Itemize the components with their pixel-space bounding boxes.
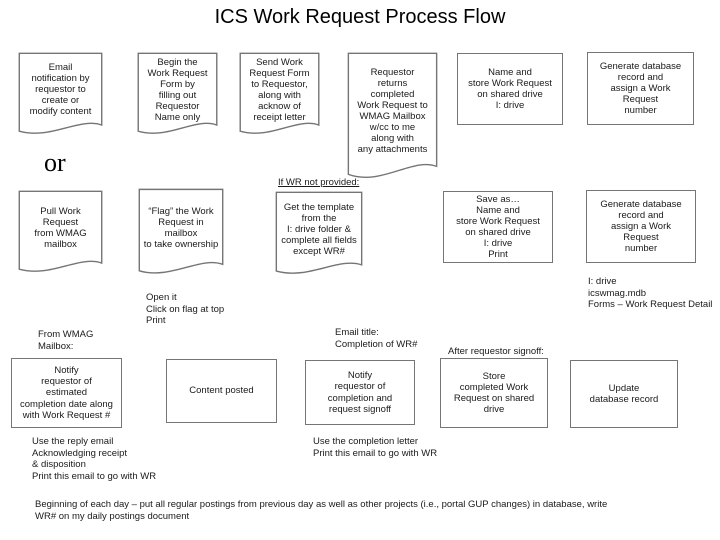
document-shape-icon <box>239 52 320 140</box>
or-connector-word: or <box>44 148 66 177</box>
flow-box-update-record: Update database record <box>570 360 678 428</box>
if-wr-not-provided-label: If WR not provided: <box>278 177 360 188</box>
flow-doc-get-template: Get the template from the I: drive folde… <box>275 191 363 280</box>
flow-doc-requestor-returns-label: Requestor returns completed Work Request… <box>357 66 428 155</box>
flow-box-notify-estimate: Notify requestor of estimated completion… <box>11 358 122 428</box>
flow-box-store-completed: Store completed Work Request on shared d… <box>440 358 548 428</box>
flow-doc-pull-request-label: Pull Work Request from WMAG mailbox <box>34 205 87 250</box>
reply-email-note: Use the reply email Acknowledging receip… <box>32 436 157 482</box>
flow-box-generate-record-2: Generate database record and assign a Wo… <box>586 190 696 263</box>
email-title-label: Email title: Completion of WR# <box>335 327 418 350</box>
document-shape-icon <box>137 52 218 140</box>
flow-doc-email-notification-label: Email notification by requestor to creat… <box>29 62 92 118</box>
flow-doc-begin-form-label: Begin the Work Request Form by filling o… <box>147 56 208 123</box>
document-shape-icon <box>18 190 103 278</box>
flow-doc-begin-form: Begin the Work Request Form by filling o… <box>137 52 218 140</box>
flow-box-content-posted: Content posted <box>166 359 277 423</box>
document-shape-icon <box>275 191 363 280</box>
flow-doc-get-template-label: Get the template from the I: drive folde… <box>281 201 357 257</box>
flow-doc-flag-request: “Flag” the Work Request in mailbox to ta… <box>138 188 224 280</box>
document-shape-icon <box>138 188 224 280</box>
flow-doc-send-form: Send Work Request Form to Requestor, alo… <box>239 52 320 140</box>
completion-letter-note: Use the completion letter Print this ema… <box>313 436 438 459</box>
flow-box-generate-record-1: Generate database record and assign a Wo… <box>587 52 694 125</box>
flow-box-name-store: Name and store Work Request on shared dr… <box>457 53 563 125</box>
from-wmag-mailbox-label: From WMAG Mailbox: <box>38 329 94 352</box>
flow-doc-pull-request: Pull Work Request from WMAG mailbox <box>18 190 103 278</box>
after-signoff-label: After requestor signoff: <box>448 346 544 357</box>
flow-box-save-as: Save as… Name and store Work Request on … <box>443 191 553 263</box>
flow-doc-email-notification: Email notification by requestor to creat… <box>18 52 103 140</box>
flow-doc-requestor-returns: Requestor returns completed Work Request… <box>347 52 438 185</box>
flow-doc-flag-request-label: “Flag” the Work Request in mailbox to ta… <box>143 205 219 250</box>
slide-title: ICS Work Request Process Flow <box>214 6 506 28</box>
footer-instructions: Beginning of each day – put all regular … <box>35 499 608 523</box>
document-shape-icon <box>347 52 438 185</box>
flag-steps-note: Open it Click on flag at top Print <box>146 292 225 327</box>
document-shape-icon <box>18 52 103 140</box>
flow-box-notify-completion: Notify requestor of completion and reque… <box>305 360 415 425</box>
database-location-note: I: drive icswmag.mdb Forms – Work Reques… <box>588 276 713 311</box>
flow-doc-send-form-label: Send Work Request Form to Requestor, alo… <box>249 56 310 123</box>
